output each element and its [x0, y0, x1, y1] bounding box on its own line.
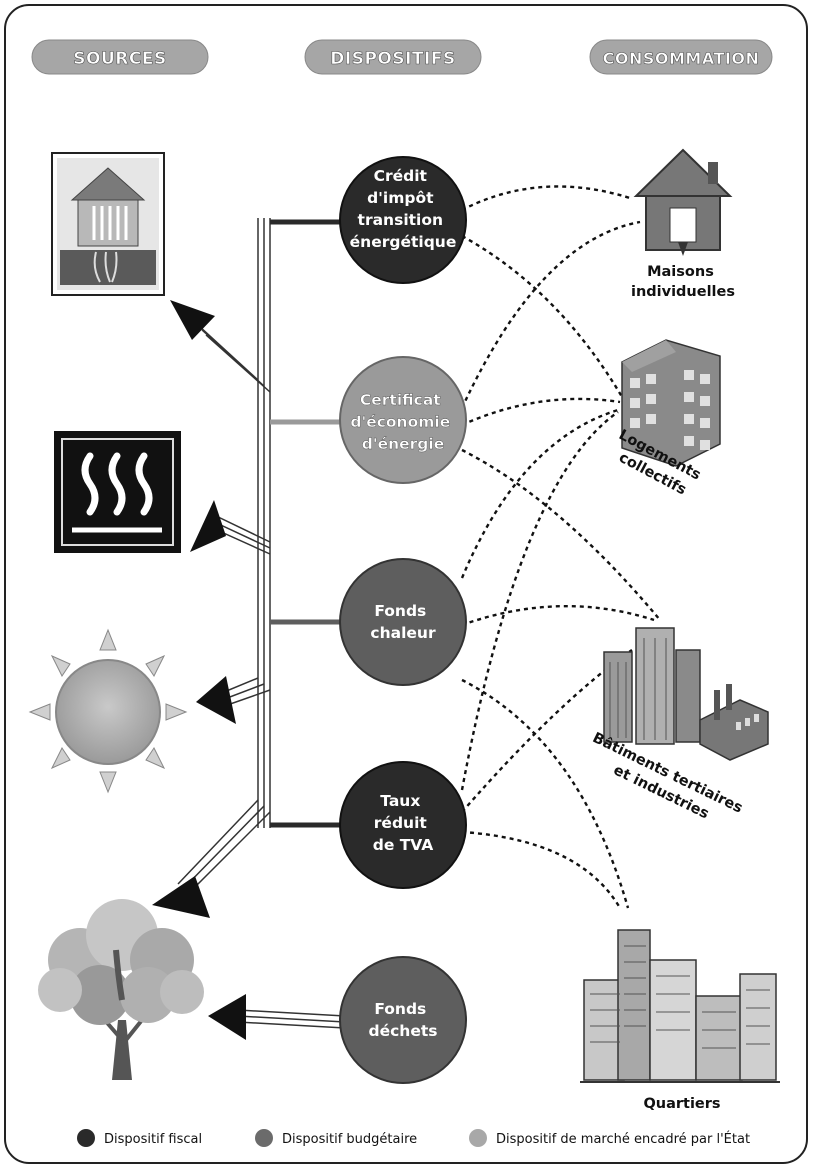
- legend-item-marche: Dispositif de marché encadré par l'État: [469, 1129, 750, 1147]
- dispositif-cee: Certificat d'économie d'énergie: [339, 356, 467, 484]
- fonds-chaleur-line-1: Fonds: [374, 602, 426, 620]
- svg-text:Certificat d'économie: Certificat d'économie d'énergie: [350, 391, 455, 453]
- trunk-lines: [257, 218, 271, 828]
- svg-text:Fonds chaleur: Fonds chaleur: [370, 602, 436, 642]
- arrowhead-2: [190, 500, 226, 552]
- tree-icon: [38, 899, 204, 1080]
- apartment-building-icon: [621, 339, 721, 467]
- header-sources: SOURCES: [31, 39, 209, 75]
- cee-line-1: Certificat: [360, 391, 441, 409]
- cite-line-1: Crédit: [374, 167, 428, 185]
- fonds-dechets-line-1: Fonds: [374, 1000, 426, 1018]
- svg-text:Taux réduit de TVA: Taux réduit de TVA: [373, 792, 434, 854]
- fonds-dechets-line-2: déchets: [369, 1022, 438, 1040]
- legend: Dispositif fiscal Dispositif budgétaire …: [77, 1129, 750, 1147]
- svg-text:Fonds déchets: Fonds déchets: [369, 1000, 438, 1040]
- geothermal-house-icon: [51, 152, 165, 296]
- legend-marche-label: Dispositif de marché encadré par l'État: [496, 1131, 750, 1147]
- dispositif-tva: Taux réduit de TVA: [339, 761, 467, 889]
- legend-fiscal-label: Dispositif fiscal: [104, 1132, 202, 1147]
- cite-line-2: d'impôt: [367, 189, 434, 207]
- header-dispositifs: DISPOSITIFS: [304, 39, 482, 75]
- legend-budgetaire-label: Dispositif budgétaire: [282, 1132, 417, 1147]
- cite-line-3: transition: [358, 211, 444, 229]
- arrowhead-5: [208, 994, 246, 1040]
- legend-item-budgetaire: Dispositif budgétaire: [255, 1129, 417, 1147]
- arrowhead-3: [196, 676, 236, 724]
- dispositif-fonds-dechets: Fonds déchets: [339, 956, 467, 1084]
- heat-waves-icon: [54, 431, 181, 553]
- legend-item-fiscal: Dispositif fiscal: [77, 1129, 202, 1147]
- cee-line-2: d'économie: [350, 413, 450, 431]
- quartiers-label: Quartiers: [643, 1096, 720, 1112]
- maisons-line-1: Maisons: [647, 264, 714, 280]
- cite-line-4: énergétique: [350, 233, 457, 251]
- arrowhead-1: [170, 300, 215, 340]
- cee-line-3: d'énergie: [362, 435, 444, 453]
- tva-line-1: Taux: [380, 792, 420, 810]
- fonds-chaleur-line-2: chaleur: [370, 624, 436, 642]
- header-consommation: CONSOMMATION: [589, 39, 773, 75]
- office-industry-icon: [603, 627, 769, 761]
- svg-text:Crédit d'impôt tra: Crédit d'impôt transition énergétique: [350, 167, 457, 251]
- maisons-label: Maisons individuelles: [631, 264, 735, 300]
- tva-line-2: réduit: [374, 814, 428, 832]
- tva-line-3: de TVA: [373, 836, 434, 854]
- city-skyline-icon: [580, 929, 780, 1083]
- arrowhead-4: [152, 876, 210, 918]
- dispositif-cite: Crédit d'impôt transition énergétique: [339, 156, 467, 284]
- header-dispositifs-label: DISPOSITIFS: [330, 49, 455, 69]
- sun-icon: [28, 628, 188, 794]
- house-icon: [633, 148, 733, 256]
- header-consommation-label: CONSOMMATION: [603, 49, 760, 68]
- dispositif-fonds-chaleur: Fonds chaleur: [339, 558, 467, 686]
- arrow-heads: [152, 300, 246, 1040]
- trunk-connectors: [270, 219, 345, 828]
- header-sources-label: SOURCES: [73, 49, 166, 69]
- maisons-line-2: individuelles: [631, 284, 735, 300]
- dashed-links: [460, 185, 661, 909]
